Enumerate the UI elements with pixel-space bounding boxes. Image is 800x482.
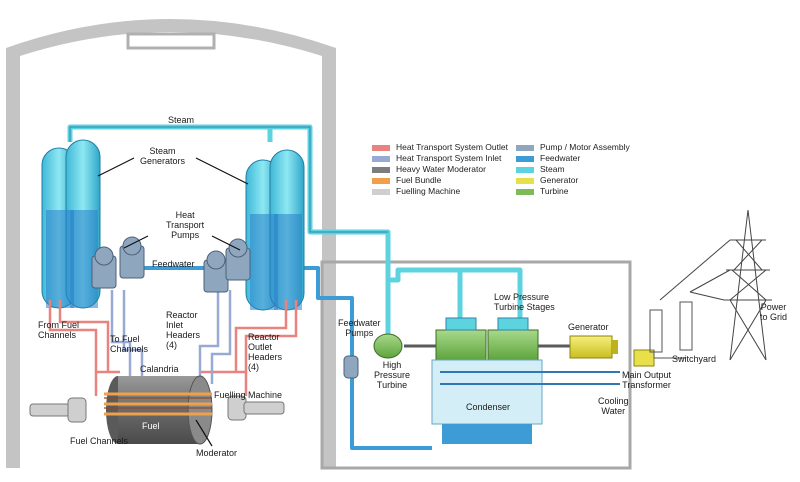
label-moderator: Moderator	[196, 448, 238, 458]
low-pressure-turbines	[404, 317, 570, 361]
label-cooling-water: Cooling Water	[598, 396, 629, 416]
legend-swatch	[372, 166, 390, 173]
heat-transport-pumps	[91, 236, 251, 293]
label-fuel: Fuel	[142, 421, 160, 431]
label-power-to-grid: Power to Grid	[760, 302, 788, 322]
legend-label: Turbine	[540, 186, 569, 196]
label-heat-transport-pumps: Heat Transport Pumps	[166, 210, 205, 240]
high-pressure-turbine	[373, 333, 403, 359]
legend-swatch	[372, 144, 390, 151]
label-main-output-transformer: Main Output Transformer	[622, 370, 672, 390]
hts-inlet-pipes	[110, 290, 232, 384]
steam-generators-right	[245, 149, 305, 311]
label-fuel-channels: Fuel Channels	[70, 436, 129, 446]
label-switchyard: Switchyard	[672, 354, 717, 364]
legend-swatch	[516, 177, 534, 184]
label-steam-generators: Steam Generators	[140, 146, 186, 166]
legend-swatch	[372, 155, 390, 162]
label-low-pressure-turbine-stages: Low Pressure Turbine Stages	[494, 292, 555, 312]
label-feedwater-pipe: Feedwater	[152, 259, 195, 269]
legend-swatch	[372, 188, 390, 195]
leader-lines	[97, 157, 249, 447]
legend-label: Feedwater	[540, 153, 581, 163]
label-high-pressure-turbine: High Pressure Turbine	[374, 360, 411, 390]
legend-item: Heavy Water Moderator	[372, 164, 486, 174]
legend-item: Fuel Bundle	[372, 175, 441, 185]
legend-swatch	[372, 177, 390, 184]
legend-label: Steam	[540, 164, 565, 174]
steam-generators-left	[41, 139, 101, 309]
legend-item: Turbine	[516, 186, 569, 196]
hts-outlet-pipes	[48, 300, 298, 396]
legend-label: Heat Transport System Outlet	[396, 142, 508, 152]
legend-label: Heat Transport System Inlet	[396, 153, 502, 163]
turbine-building	[320, 260, 632, 470]
fuelling-machines	[29, 395, 285, 423]
legend-swatch	[516, 188, 534, 195]
feedwater-pump	[343, 355, 359, 379]
label-to-fuel-channels: To Fuel Channels	[110, 334, 149, 354]
legend-item: Fuelling Machine	[372, 186, 460, 196]
legend-label: Fuel Bundle	[396, 175, 442, 185]
legend-swatch	[516, 144, 534, 151]
label-reactor-inlet-headers: Reactor Inlet Headers (4)	[166, 310, 201, 350]
legend-item: Pump / Motor Assembly	[516, 142, 630, 152]
legend-item: Heat Transport System Inlet	[372, 153, 501, 163]
label-from-fuel-channels: From Fuel Channels	[38, 320, 80, 340]
legend-label: Fuelling Machine	[396, 186, 461, 196]
legend-label: Heavy Water Moderator	[396, 164, 486, 174]
label-reactor-outlet-headers: Reactor Outlet Headers (4)	[248, 332, 283, 372]
label-steam: Steam	[168, 115, 195, 125]
calandria	[104, 375, 213, 445]
label-fuelling-machine: Fuelling Machine	[214, 390, 283, 400]
legend-swatch	[516, 155, 534, 162]
legend-item: Steam	[516, 164, 565, 174]
label-feedwater-pumps: Feedwater Pumps	[338, 318, 381, 338]
legend-item: Feedwater	[516, 153, 580, 163]
legend-label: Generator	[540, 175, 579, 185]
transmission-tower	[659, 209, 772, 361]
legend-label: Pump / Motor Assembly	[540, 142, 630, 152]
label-generator: Generator	[568, 322, 609, 332]
label-calandria: Calandria	[140, 364, 179, 374]
legend-swatch	[516, 166, 534, 173]
switchyard	[649, 301, 693, 359]
label-condenser: Condenser	[466, 402, 511, 412]
roof-hatch	[126, 32, 216, 50]
generator	[569, 335, 618, 359]
legend-item: Heat Transport System Outlet	[372, 142, 508, 152]
legend-item: Generator	[516, 175, 578, 185]
condenser	[431, 359, 620, 444]
